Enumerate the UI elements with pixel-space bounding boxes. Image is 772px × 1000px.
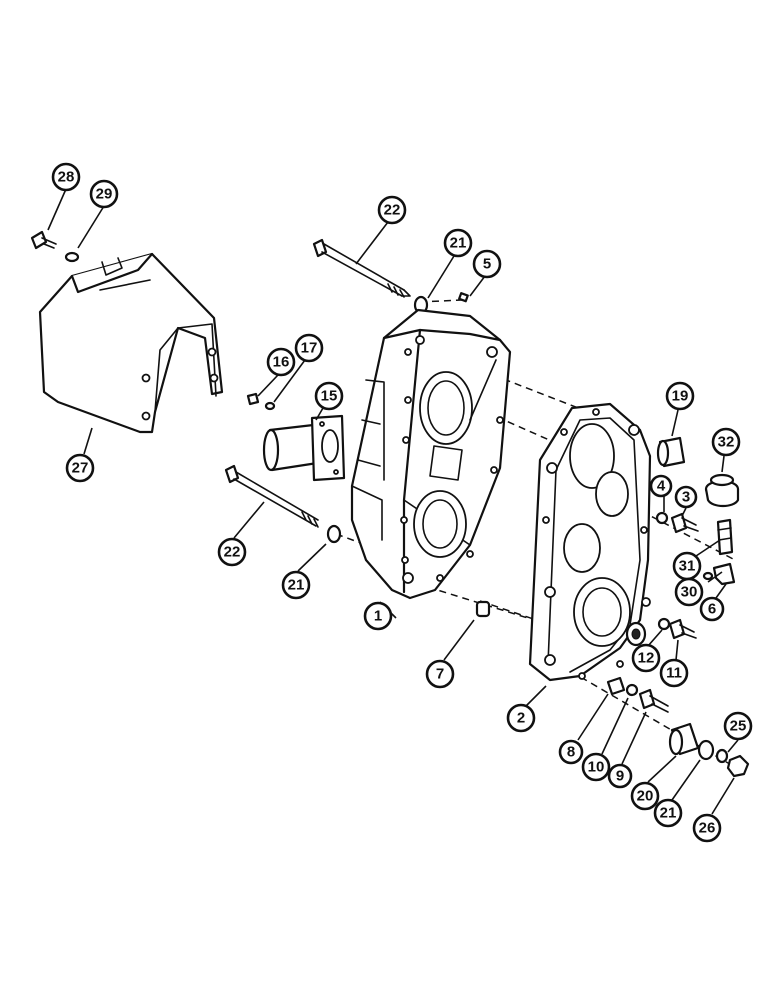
svg-text:28: 28 bbox=[58, 169, 75, 186]
nut-26 bbox=[726, 754, 750, 778]
svg-text:20: 20 bbox=[637, 788, 654, 805]
svg-text:27: 27 bbox=[72, 460, 89, 477]
svg-text:19: 19 bbox=[672, 388, 689, 405]
callout-31: 31 bbox=[672, 551, 702, 581]
callout-1: 1 bbox=[363, 601, 393, 631]
plug-8 bbox=[606, 676, 626, 696]
cover-plate-2 bbox=[528, 402, 652, 682]
svg-text:16: 16 bbox=[273, 354, 290, 371]
callout-9: 9 bbox=[607, 763, 633, 789]
callout-17: 17 bbox=[294, 333, 324, 363]
callout-21-lower: 21 bbox=[281, 570, 311, 600]
svg-text:10: 10 bbox=[588, 759, 605, 776]
washer-21-lower bbox=[326, 524, 342, 544]
svg-text:26: 26 bbox=[699, 820, 716, 837]
callout-28: 28 bbox=[51, 162, 81, 192]
svg-text:4: 4 bbox=[657, 478, 666, 495]
svg-text:8: 8 bbox=[567, 744, 575, 761]
svg-text:30: 30 bbox=[681, 584, 698, 601]
svg-text:21: 21 bbox=[288, 577, 305, 594]
callout-32: 32 bbox=[711, 427, 741, 457]
callout-6: 6 bbox=[699, 596, 725, 622]
guard-shield bbox=[38, 252, 224, 434]
svg-text:22: 22 bbox=[384, 202, 401, 219]
bolt-9 bbox=[638, 688, 669, 713]
callout-26: 26 bbox=[692, 813, 722, 843]
fitting-31 bbox=[716, 518, 734, 556]
callout-2: 2 bbox=[506, 703, 536, 733]
callouts: 28 29 22 21 5 16 17 15 27 22 21 1 7 2 19… bbox=[51, 162, 753, 843]
callout-16: 16 bbox=[266, 347, 296, 377]
svg-text:6: 6 bbox=[708, 601, 716, 618]
callout-30: 30 bbox=[674, 577, 704, 607]
callout-22-upper: 22 bbox=[377, 195, 407, 225]
bolt-11 bbox=[668, 618, 697, 640]
svg-text:15: 15 bbox=[321, 388, 338, 405]
callout-29: 29 bbox=[89, 179, 119, 209]
callout-20: 20 bbox=[630, 781, 660, 811]
callout-3: 3 bbox=[674, 485, 698, 509]
svg-text:17: 17 bbox=[301, 340, 318, 357]
breather-cap-32 bbox=[704, 473, 740, 508]
set-screw-5 bbox=[458, 292, 469, 303]
callout-8: 8 bbox=[558, 739, 584, 765]
washer-29 bbox=[64, 251, 80, 263]
washer-12 bbox=[657, 617, 671, 631]
svg-text:11: 11 bbox=[666, 665, 682, 682]
sleeve-20 bbox=[668, 722, 700, 756]
lock-washer-25 bbox=[715, 748, 729, 764]
svg-text:21: 21 bbox=[660, 805, 677, 822]
callout-10: 10 bbox=[581, 752, 611, 782]
callout-7: 7 bbox=[425, 659, 455, 689]
callout-25: 25 bbox=[723, 711, 753, 741]
dowel-7 bbox=[475, 600, 491, 618]
callout-21-right: 21 bbox=[653, 798, 683, 828]
long-bolt-22-lower bbox=[224, 464, 319, 528]
callout-5: 5 bbox=[472, 249, 502, 279]
svg-text:12: 12 bbox=[638, 650, 655, 667]
callout-15: 15 bbox=[314, 381, 344, 411]
svg-text:5: 5 bbox=[483, 256, 491, 273]
svg-text:9: 9 bbox=[616, 768, 624, 785]
svg-text:32: 32 bbox=[718, 434, 735, 451]
callout-12: 12 bbox=[631, 643, 661, 673]
callout-4: 4 bbox=[649, 474, 673, 498]
washer-4 bbox=[655, 511, 669, 525]
svg-text:25: 25 bbox=[730, 718, 747, 735]
callout-19: 19 bbox=[665, 381, 695, 411]
svg-text:31: 31 bbox=[679, 558, 696, 575]
elbow-30 bbox=[712, 562, 736, 586]
callout-22-lower: 22 bbox=[217, 537, 247, 567]
bolt-28 bbox=[30, 230, 57, 250]
washer-10 bbox=[625, 683, 639, 697]
svg-text:29: 29 bbox=[96, 186, 113, 203]
svg-text:22: 22 bbox=[224, 544, 241, 561]
bolt-3 bbox=[670, 512, 699, 534]
main-housing-1 bbox=[350, 308, 512, 600]
callout-21-upper: 21 bbox=[443, 228, 473, 258]
svg-text:3: 3 bbox=[682, 489, 690, 506]
callout-27: 27 bbox=[65, 453, 95, 483]
washer-17 bbox=[264, 401, 276, 411]
part-6 bbox=[702, 571, 714, 581]
svg-text:2: 2 bbox=[517, 710, 525, 727]
long-bolt-22-upper bbox=[312, 238, 411, 298]
callout-11: 11 bbox=[659, 658, 689, 688]
svg-text:7: 7 bbox=[436, 666, 444, 683]
svg-text:1: 1 bbox=[374, 608, 382, 625]
spacer-19 bbox=[656, 436, 686, 468]
screw-16 bbox=[246, 392, 260, 406]
flanged-tube-15 bbox=[262, 414, 346, 482]
svg-text:21: 21 bbox=[450, 235, 467, 252]
washer-21-right bbox=[697, 739, 715, 761]
